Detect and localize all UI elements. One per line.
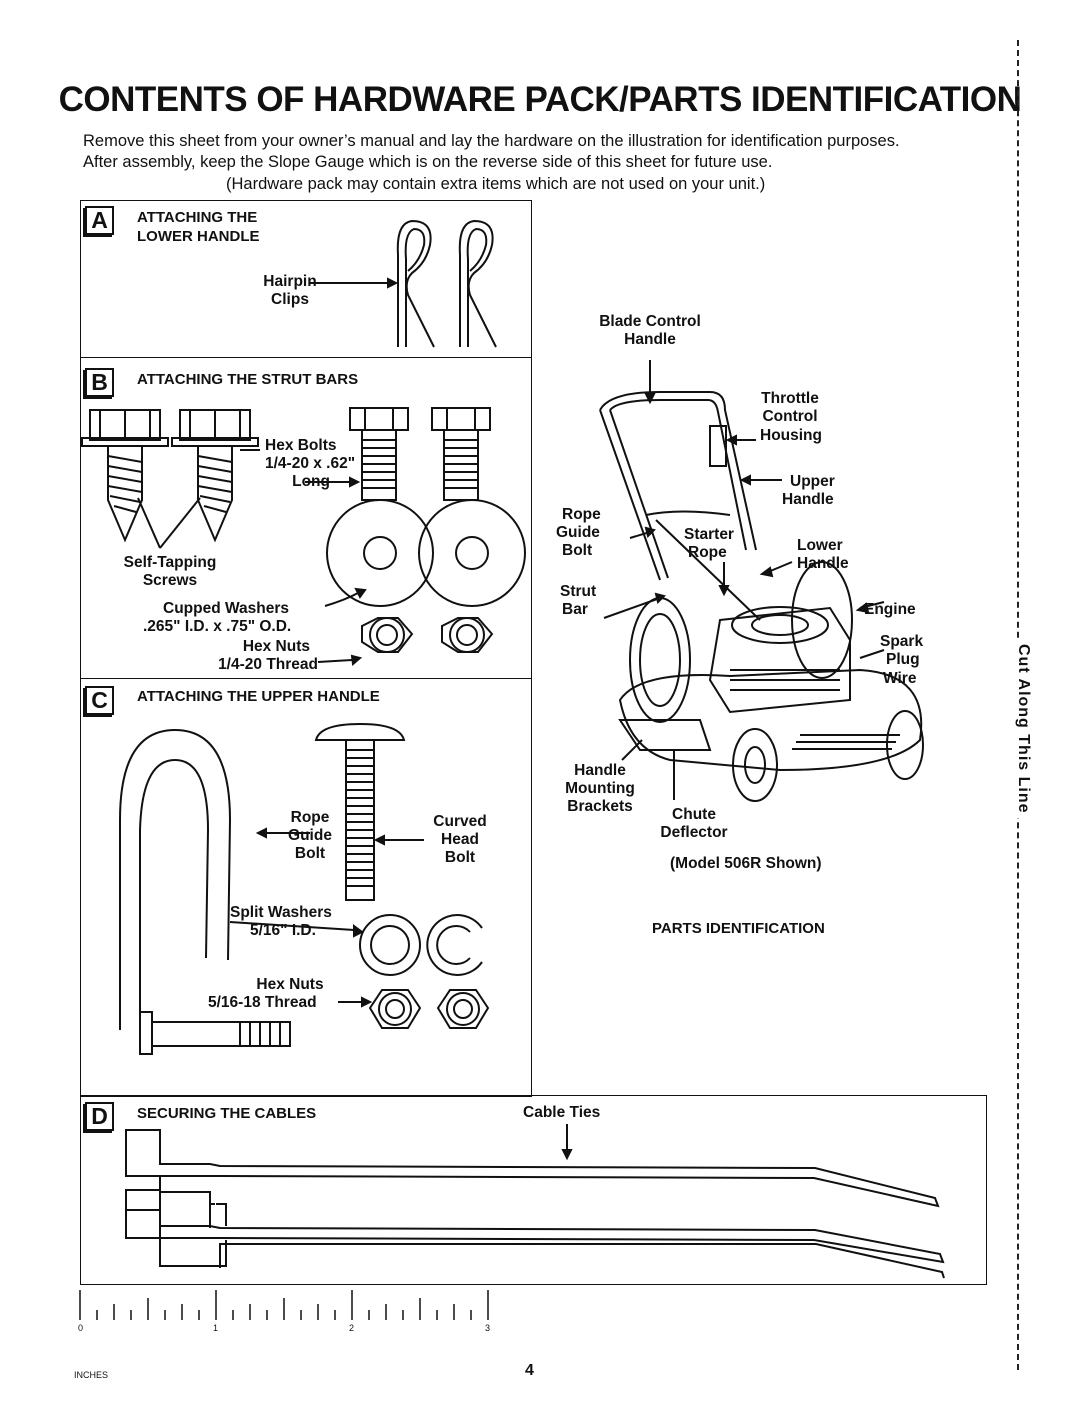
curved-head-bolt-label-3: Bolt bbox=[444, 849, 476, 866]
cut-line-label: Cut Along This Line bbox=[1002, 640, 1032, 818]
hex-nuts-c-label-2: 5/16-18 Thread bbox=[208, 994, 317, 1011]
ruler-two: 2 bbox=[349, 1323, 355, 1333]
mower-rope-guide-label-2: Guide bbox=[556, 524, 600, 541]
hairpin-label-1: Hairpin bbox=[263, 273, 317, 290]
inch-ruler bbox=[79, 1290, 489, 1320]
mower-rope-guide-label-1: Rope bbox=[562, 506, 601, 523]
chute-label-1: Chute bbox=[672, 806, 716, 823]
section-c-letter: C bbox=[85, 686, 114, 715]
throttle-label-2: Control bbox=[762, 408, 818, 425]
section-c-heading: ATTACHING THE UPPER HANDLE bbox=[137, 688, 380, 705]
blade-control-label-1: Blade Control bbox=[599, 313, 701, 330]
cable-ties-label: Cable Ties bbox=[523, 1104, 601, 1121]
hairpin-label-2: Clips bbox=[271, 291, 309, 308]
cupped-washers-label-2: .265" I.D. x .75" O.D. bbox=[143, 618, 292, 635]
hex-nuts-b-label-2: 1/4-20 Thread bbox=[218, 656, 318, 673]
section-a-heading-2: LOWER HANDLE bbox=[137, 228, 260, 245]
mower-rope-guide-label-3: Bolt bbox=[562, 542, 593, 559]
cable-ties-illustration bbox=[125, 1124, 945, 1279]
throttle-label-3: Housing bbox=[760, 427, 822, 444]
lawn-mower-illustration bbox=[599, 360, 924, 802]
spark-plug-label-1: Spark bbox=[880, 633, 924, 650]
upper-handle-hardware-illustration bbox=[119, 722, 490, 1055]
ruler-three: 3 bbox=[485, 1323, 491, 1333]
divider-a-b bbox=[80, 357, 531, 358]
ruler-unit: INCHES bbox=[74, 1370, 109, 1380]
self-tapping-label-1: Self-Tapping bbox=[123, 554, 217, 571]
curved-head-bolt-label-2: Head bbox=[441, 831, 479, 848]
cupped-washers-label-1: Cupped Washers bbox=[163, 600, 290, 617]
ruler-one: 1 bbox=[213, 1323, 219, 1333]
parts-identification-heading: PARTS IDENTIFICATION bbox=[652, 920, 825, 937]
engine-label: Engine bbox=[864, 601, 916, 618]
lower-handle-label-1: Lower bbox=[797, 537, 843, 554]
section-b-letter: B bbox=[85, 368, 114, 397]
section-d-panel bbox=[80, 1095, 987, 1285]
spark-plug-label-3: Wire bbox=[883, 670, 917, 687]
starter-rope-label-1: Starter bbox=[684, 526, 734, 543]
throttle-label-1: Throttle bbox=[761, 390, 819, 407]
intro-line-1: Remove this sheet from your owner’s manu… bbox=[83, 132, 900, 150]
handle-brackets-label-3: Brackets bbox=[567, 798, 633, 815]
hex-bolts-label-1: Hex Bolts bbox=[265, 437, 337, 454]
page-number: 4 bbox=[525, 1362, 534, 1379]
curved-head-bolt-label-1: Curved bbox=[433, 813, 487, 830]
ruler-zero: 0 bbox=[78, 1323, 84, 1333]
strut-bar-hardware-illustration bbox=[81, 407, 526, 666]
blade-control-label-2: Handle bbox=[624, 331, 676, 348]
intro-line-3: (Hardware pack may contain extra items w… bbox=[226, 175, 766, 193]
section-d-heading: SECURING THE CABLES bbox=[137, 1105, 317, 1122]
hex-nuts-c-label-1: Hex Nuts bbox=[256, 976, 324, 993]
hex-bolts-label-2: 1/4-20 x .62" bbox=[265, 455, 356, 472]
upper-handle-label-2: Handle bbox=[782, 491, 834, 508]
hex-nuts-b-label-1: Hex Nuts bbox=[242, 638, 310, 655]
split-washers-label-1: Split Washers bbox=[230, 904, 332, 921]
rope-guide-bolt-label-1: Rope bbox=[290, 809, 330, 826]
page-title: CONTENTS OF HARDWARE PACK/PARTS IDENTIFI… bbox=[58, 80, 1022, 119]
model-caption: (Model 506R Shown) bbox=[670, 855, 822, 872]
self-tapping-label-2: Screws bbox=[142, 572, 198, 589]
intro-line-2: After assembly, keep the Slope Gauge whi… bbox=[83, 153, 773, 171]
divider-b-c bbox=[80, 678, 531, 679]
section-d-letter: D bbox=[85, 1102, 114, 1131]
section-b-heading: ATTACHING THE STRUT BARS bbox=[137, 371, 359, 388]
section-a-heading-1: ATTACHING THE bbox=[137, 209, 258, 226]
section-a-letter: A bbox=[85, 206, 114, 235]
rope-guide-bolt-label-3: Bolt bbox=[294, 845, 326, 862]
handle-brackets-label-1: Handle bbox=[574, 762, 626, 779]
handle-brackets-label-2: Mounting bbox=[565, 780, 635, 797]
strut-bar-label-2: Bar bbox=[562, 601, 588, 618]
upper-handle-label-1: Upper bbox=[790, 473, 835, 490]
chute-label-2: Deflector bbox=[660, 824, 728, 841]
hardware-panel bbox=[80, 200, 532, 1097]
hairpin-clips-illustration bbox=[310, 219, 497, 348]
strut-bar-label-1: Strut bbox=[560, 583, 597, 600]
spark-plug-label-2: Plug bbox=[886, 651, 920, 668]
rope-guide-bolt-label-2: Guide bbox=[288, 827, 332, 844]
starter-rope-label-2: Rope bbox=[688, 544, 727, 561]
